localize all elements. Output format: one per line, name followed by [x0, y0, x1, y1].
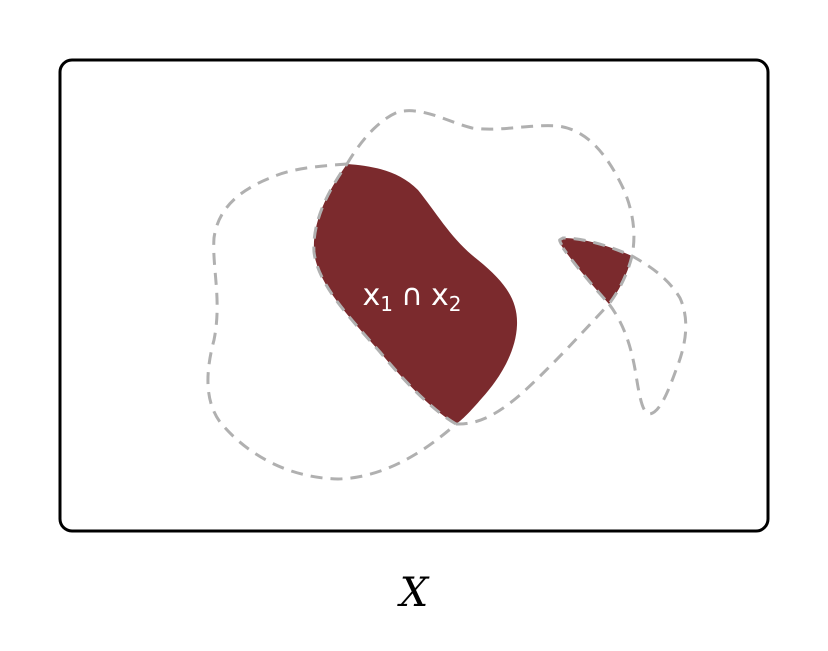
- intersection-region-main: [313, 164, 518, 424]
- set-x1-outline: [206, 162, 688, 481]
- intersection-label-base1: x: [363, 278, 381, 313]
- intersection-label: x1∩x2: [363, 278, 462, 316]
- set-x2-outline: [312, 109, 636, 426]
- intersection-label-sub1: 1: [380, 292, 393, 316]
- intersection-label-base2: x: [431, 278, 449, 313]
- intersection-label-sub2: 2: [449, 292, 462, 316]
- intersection-label-op: ∩: [401, 278, 423, 313]
- universe-label: X: [397, 570, 430, 616]
- intersection-region-small: [559, 238, 632, 304]
